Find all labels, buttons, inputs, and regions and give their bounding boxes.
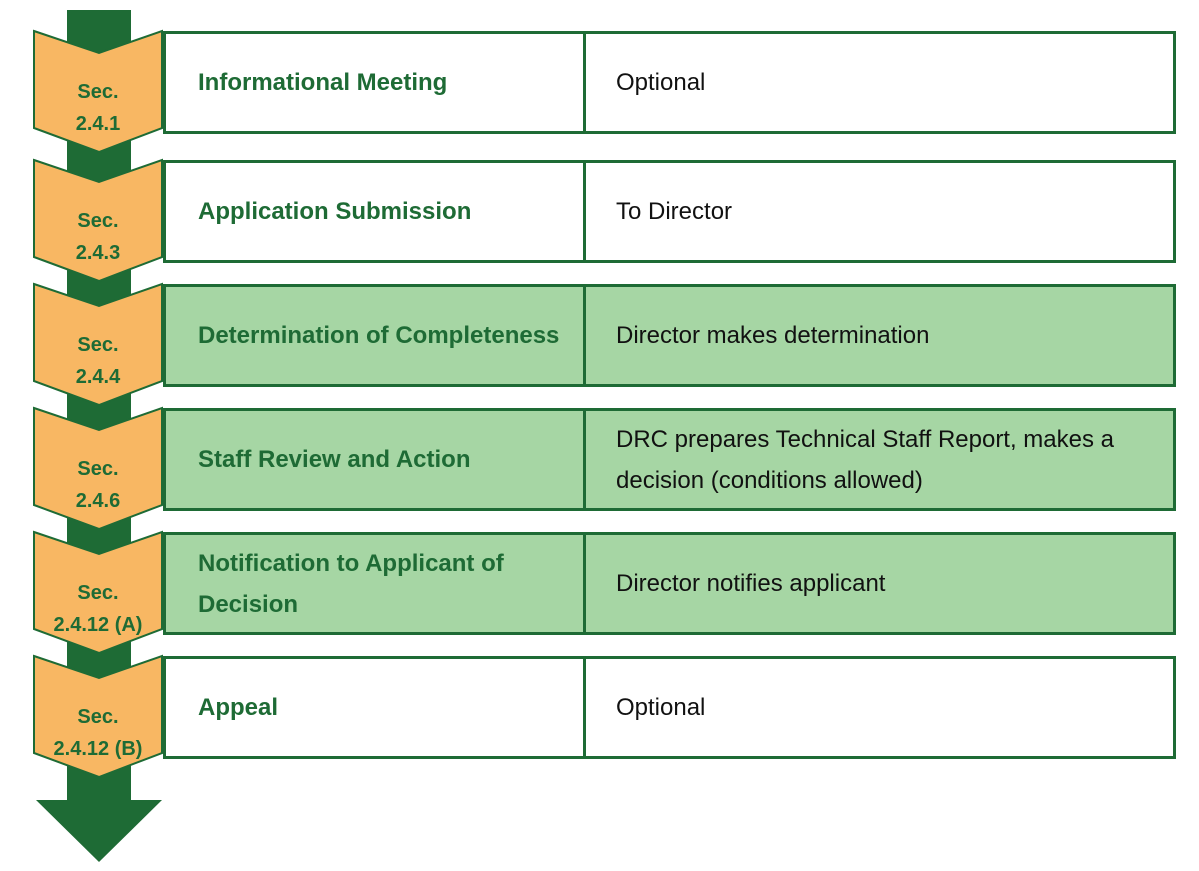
section-number: 2.4.3 [75,242,121,264]
step-name: Determination of Completeness [163,284,586,387]
step-name: Appeal [163,656,586,759]
section-chevron [33,29,163,154]
step-description: Director makes determination [583,284,1176,387]
section-label: Sec. 2.4.6 [34,453,162,517]
step-name: Application Submission [163,160,586,263]
section-chevron [33,406,163,531]
section-label-prefix: Sec. [77,334,119,356]
section-label: Sec. 2.4.4 [34,329,162,393]
section-label-prefix: Sec. [77,81,119,103]
step-description: DRC prepares Technical Staff Report, mak… [583,408,1176,511]
step-description: Optional [583,31,1176,134]
section-label: Sec. 2.4.12 (A) [34,577,162,641]
step-name: Notification to Applicant of Decision [163,532,586,635]
step-name: Informational Meeting [163,31,586,134]
section-number: 2.4.1 [75,113,121,135]
section-chevron [33,282,163,407]
section-chevrons [33,29,163,779]
section-label-prefix: Sec. [77,458,119,480]
arrow-head [36,800,162,862]
section-label-prefix: Sec. [77,210,119,232]
section-label-prefix: Sec. [77,582,119,604]
section-label: Sec. 2.4.12 (B) [34,701,162,765]
step-description: To Director [583,160,1176,263]
step-description: Director notifies applicant [583,532,1176,635]
section-label: Sec. 2.4.3 [34,205,162,269]
section-chevron [33,158,163,283]
section-label: Sec. 2.4.1 [34,76,162,140]
step-name: Staff Review and Action [163,408,586,511]
step-description: Optional [583,656,1176,759]
section-number: 2.4.12 (A) [53,614,143,636]
section-chevron [33,530,163,655]
section-chevron [33,654,163,779]
section-number: 2.4.4 [75,366,121,388]
section-number: 2.4.12 (B) [53,738,143,760]
section-number: 2.4.6 [75,490,121,512]
section-label-prefix: Sec. [77,706,119,728]
